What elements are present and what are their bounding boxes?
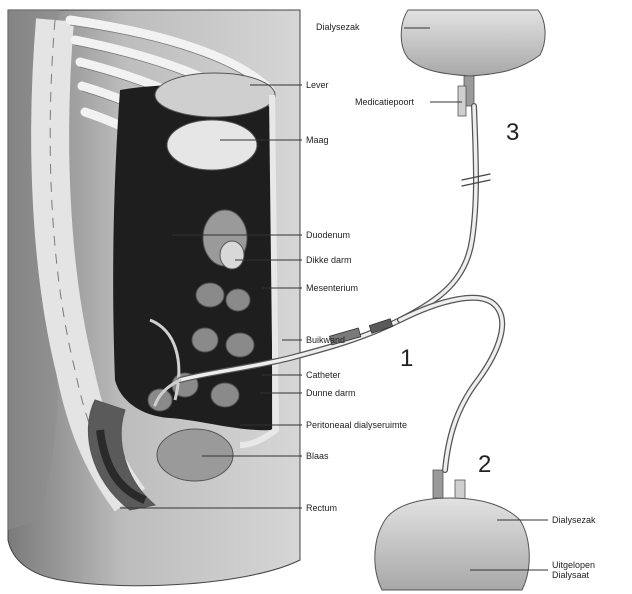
- label-abdominal-wall: Buikwand: [306, 335, 345, 345]
- label-drained-line2: Dialysaat: [552, 570, 595, 580]
- bladder-shape: [157, 429, 233, 481]
- label-small-intestine: Dunne darm: [306, 388, 356, 398]
- label-drained-line1: Uitgelopen: [552, 560, 595, 570]
- label-duodenum: Duodenum: [306, 230, 350, 240]
- medication-port: [458, 86, 466, 116]
- label-mesentery: Mesenterium: [306, 283, 358, 293]
- label-stomach: Maag: [306, 135, 329, 145]
- label-drained-dialysate: Uitgelopen Dialysaat: [552, 560, 595, 580]
- stomach-shape: [167, 120, 257, 170]
- step-number-3: 3: [506, 120, 519, 146]
- dialysis-bag-bottom: [375, 470, 529, 590]
- step-number-1: 1: [400, 346, 413, 372]
- label-liver: Lever: [306, 80, 329, 90]
- label-rectum: Rectum: [306, 503, 337, 513]
- label-peritoneal-cavity: Peritoneaal dialyseruimte: [306, 420, 407, 430]
- label-dialysis-bag-bottom: Dialysezak: [552, 515, 596, 525]
- label-medication-port: Medicatiepoort: [355, 97, 414, 107]
- step-number-2: 2: [478, 452, 491, 478]
- label-colon: Dikke darm: [306, 255, 352, 265]
- label-catheter: Catheter: [306, 370, 341, 380]
- label-dialysis-bag-top: Dialysezak: [316, 22, 360, 32]
- liver-shape: [155, 73, 275, 117]
- label-bladder: Blaas: [306, 451, 329, 461]
- dialysis-bag-top: [401, 10, 545, 116]
